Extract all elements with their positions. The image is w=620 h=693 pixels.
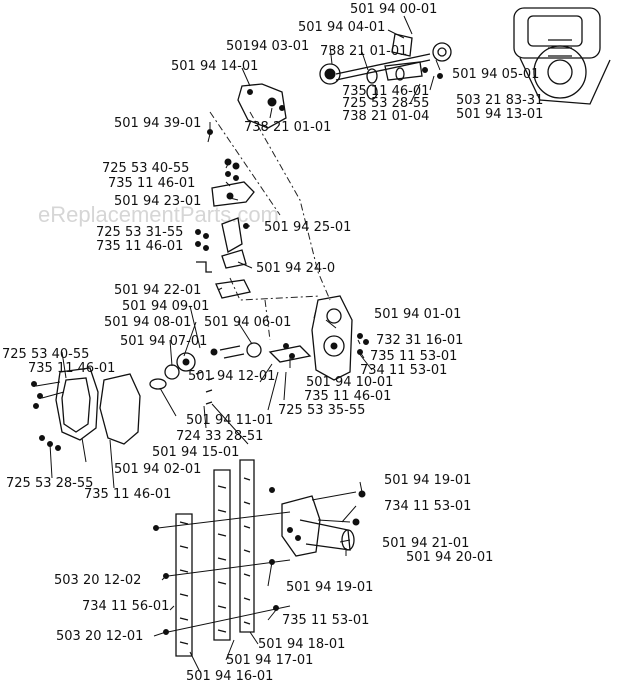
part-label: 501 94 24-0 — [256, 261, 335, 276]
part-label: 501 94 20-01 — [406, 550, 493, 565]
part-label: 501 94 07-01 — [120, 334, 207, 349]
part-label: 734 11 53-01 — [384, 499, 471, 514]
part-label: 503 20 12-01 — [56, 629, 143, 644]
part-label: 501 94 01-01 — [374, 307, 461, 322]
part-label: 735 11 46-01 — [84, 487, 171, 502]
part-label: 501 94 06-01 — [204, 315, 291, 330]
part-label: 501 94 19-01 — [384, 473, 471, 488]
part-label: 501 94 22-01 — [114, 283, 201, 298]
part-label: 501 94 15-01 — [152, 445, 239, 460]
part-label: 501 94 21-01 — [382, 536, 469, 551]
part-label: 735 11 53-01 — [282, 613, 369, 628]
part-label: 503 21 83-31 — [456, 93, 543, 108]
part-label: 501 94 05-01 — [452, 67, 539, 82]
part-label: 735 11 46-01 — [304, 389, 391, 404]
part-label: 501 94 14-01 — [171, 59, 258, 74]
part-label: 501 94 09-01 — [122, 299, 209, 314]
assembly-centerline — [209, 111, 331, 341]
leader-lines — [49, 15, 441, 673]
part-label: 501 94 02-01 — [114, 462, 201, 477]
part-label: 725 53 28-55 — [342, 96, 429, 111]
part-label: 501 94 10-01 — [306, 375, 393, 390]
part-label: 732 31 16-01 — [376, 333, 463, 348]
part-label: 501 94 12-01 — [188, 369, 275, 384]
part-label: 50194 03-01 — [226, 39, 309, 54]
part-label: 735 11 46-01 — [96, 239, 183, 254]
part-label: 724 33 28-51 — [176, 429, 263, 444]
handle-bracket-drawing — [281, 490, 366, 557]
part-label: 501 94 25-01 — [264, 220, 351, 235]
gear-cover-drawing — [31, 367, 141, 451]
part-label: 501 94 13-01 — [456, 107, 543, 122]
part-label: 725 53 35-55 — [278, 403, 365, 418]
part-label: 734 11 53-01 — [360, 363, 447, 378]
part-label: 738 21 01-01 — [320, 44, 407, 59]
part-label: 735 11 46-01 — [28, 361, 115, 376]
part-label: 501 94 00-01 — [350, 2, 437, 17]
part-label: 501 94 18-01 — [258, 637, 345, 652]
gear-group-drawing — [237, 33, 452, 129]
part-label: 501 94 04-01 — [298, 20, 385, 35]
part-label: 501 94 16-01 — [186, 669, 273, 684]
engine-drawing — [513, 7, 611, 105]
part-label: 501 94 17-01 — [226, 653, 313, 668]
part-label: 725 53 31-55 — [96, 225, 183, 240]
part-label: 503 20 12-02 — [54, 573, 141, 588]
part-label: 725 53 28-55 — [6, 476, 93, 491]
part-label: 501 94 08-01 — [104, 315, 191, 330]
part-label: 735 11 46-01 — [342, 84, 429, 99]
part-label: 725 53 40-55 — [2, 347, 89, 362]
part-label: 501 94 11-01 — [186, 413, 273, 428]
part-label: 738 21 01-04 — [342, 109, 429, 124]
part-label: 501 94 23-01 — [114, 194, 201, 209]
part-label: 735 11 46-01 — [108, 176, 195, 191]
cutter-blades-drawing — [153, 459, 291, 657]
part-label: 738 21 01-01 — [244, 120, 331, 135]
part-label: 735 11 53-01 — [370, 349, 457, 364]
part-label: 501 94 39-01 — [114, 116, 201, 131]
part-label: 501 94 19-01 — [286, 580, 373, 595]
part-label: 734 11 56-01 — [82, 599, 169, 614]
part-label: 725 53 40-55 — [102, 161, 189, 176]
